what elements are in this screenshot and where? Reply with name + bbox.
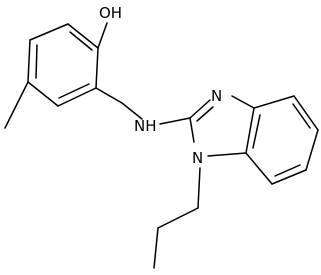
bond-ch2-1 <box>95 87 123 104</box>
bond-ring-a-inner-top <box>69 31 93 51</box>
bond-c-o <box>97 22 108 49</box>
benzimidazole <box>189 95 319 185</box>
bond-ring-b-inner-2 <box>274 164 301 177</box>
bond-n1-c7a <box>207 152 247 157</box>
bond-ring-a-top-right <box>67 23 99 49</box>
bond-ring-b-inner-3 <box>252 114 261 149</box>
bond-propyl-3 <box>153 227 159 269</box>
bond-ring-a-inner-left <box>35 44 38 79</box>
bond-ring-a-top-left <box>29 23 69 41</box>
bond-ring-a-right <box>95 47 99 89</box>
bond-ring-b-inner-1 <box>292 103 311 129</box>
bond-ring-b-3 <box>305 129 319 171</box>
bond-n3-c3a <box>231 95 255 109</box>
atom-label-oh: OH <box>99 4 122 22</box>
atom-label-nh: NH <box>134 117 157 135</box>
bond-ring-a-bottom-left <box>27 81 59 107</box>
bond-ring-a-left <box>27 39 31 83</box>
bond-nh-c2 <box>159 117 191 125</box>
bond-ring-a-inner-bottom <box>58 83 90 99</box>
bond-ch2-2 <box>121 102 143 120</box>
bond-c2-n1 <box>189 117 195 143</box>
bond-n1-propyl <box>197 167 201 209</box>
atom-label-n-imine: N <box>211 87 222 105</box>
bond-ring-b-5 <box>245 152 273 185</box>
bond-ring-b-4 <box>271 169 307 185</box>
phenol-ring <box>27 23 99 107</box>
bond-ring-b-2 <box>293 95 319 131</box>
atom-label-n-propyl: N <box>192 149 203 167</box>
bond-methyl <box>4 81 29 129</box>
bond-c2-n3-inner <box>196 106 214 122</box>
bond-fused <box>245 107 255 154</box>
bond-ring-a-bottom-right <box>57 87 97 107</box>
bond-propyl-2 <box>157 207 199 229</box>
bond-ring-b-1 <box>253 95 295 109</box>
bond-c2-n3-outer <box>189 99 211 119</box>
